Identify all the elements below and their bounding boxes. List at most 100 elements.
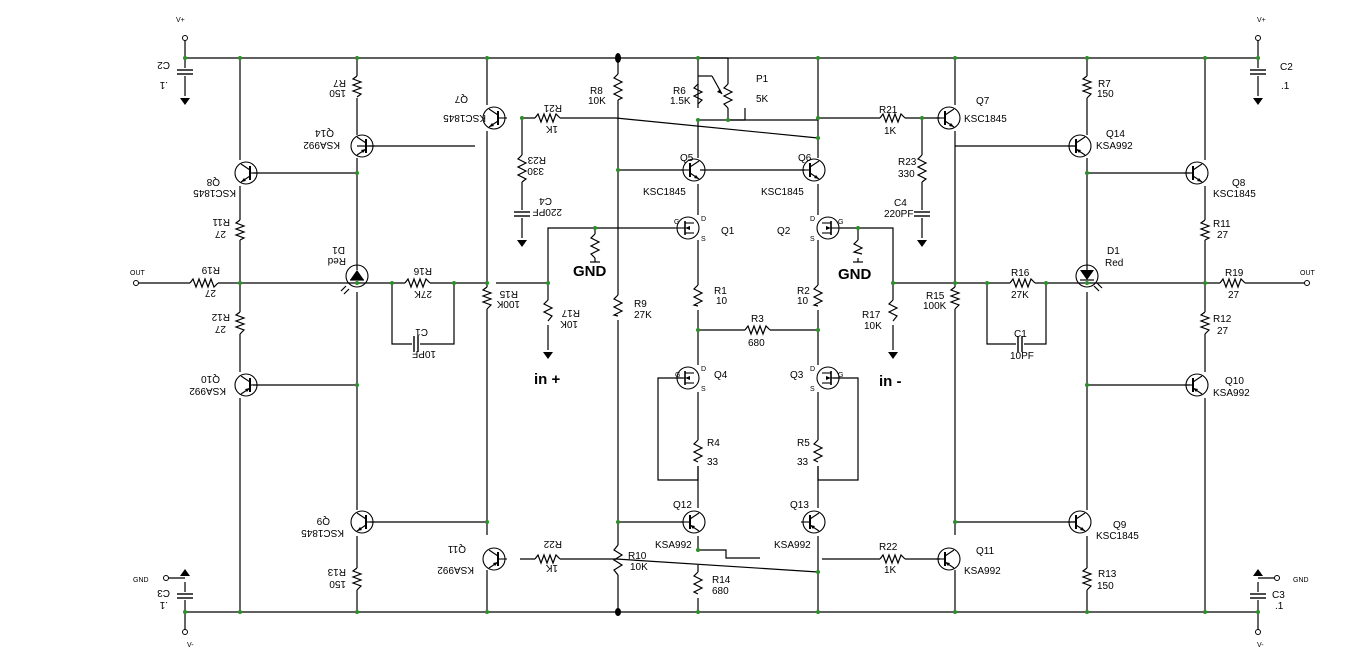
transistor-q12 <box>680 510 706 534</box>
label-q6: Q6 <box>798 153 812 164</box>
label-gnd-input-left: GND <box>573 263 607 280</box>
label-right-q14: Q14 <box>1106 129 1125 140</box>
label-left-q7v: KSC1845 <box>443 112 486 123</box>
label-q12v: KSA992 <box>655 540 692 551</box>
label-right-r15: R15 <box>926 291 945 302</box>
label-out-left: OUT <box>130 270 146 277</box>
label-r3: R3 <box>751 314 764 325</box>
label-left-c1v: 10PF <box>412 348 436 359</box>
label-right-q9v: KSC1845 <box>1096 531 1139 542</box>
label-left-r22v: 1K <box>545 562 558 573</box>
diode-right-d1 <box>1075 264 1103 292</box>
label-r14v: 680 <box>712 586 729 597</box>
label-right-c2v: .1 <box>1281 81 1290 92</box>
label-q4-s: S <box>701 386 706 393</box>
transistors <box>234 106 1209 571</box>
label-gnd-left: GND <box>133 577 149 584</box>
label-gnd-right: GND <box>1293 577 1309 584</box>
label-right-r12: R12 <box>1213 314 1232 325</box>
label-right-r23: R23 <box>898 157 917 168</box>
label-r1v: 10 <box>716 296 728 307</box>
label-left-r11: R11 <box>212 216 230 227</box>
right-labels: C2 .1 C3 .1 R7 150 Q7 KSC1845 R21 1K Q14… <box>862 62 1293 612</box>
label-right-r16: R16 <box>1011 268 1030 279</box>
ground-symbols <box>180 98 1263 576</box>
label-r14: R14 <box>712 575 731 586</box>
label-left-q11: Q11 <box>447 543 466 554</box>
label-right-r17v: 10K <box>864 321 882 332</box>
label-r6v: 1.5K <box>670 96 691 107</box>
label-left-d1v: Red <box>328 255 346 266</box>
resistor-right-r17 <box>887 299 899 322</box>
transistor-right-q8 <box>1183 161 1209 185</box>
label-left-r16v: 27K <box>414 288 432 299</box>
label-right-q11: Q11 <box>976 546 995 557</box>
label-right-r22v: 1K <box>884 565 897 576</box>
label-r2: R2 <box>797 286 810 297</box>
resistor-left-r22 <box>534 553 561 565</box>
wires <box>138 40 1305 630</box>
label-left-c2v: .1 <box>159 79 168 90</box>
resistor-right-r15 <box>949 286 961 310</box>
label-q13v: KSA992 <box>774 540 811 551</box>
resistor-left-r21 <box>534 112 561 124</box>
label-in-plus: in + <box>534 371 560 388</box>
label-left-q10v: KSA992 <box>189 385 226 396</box>
resistor-left-r16 <box>404 277 431 289</box>
label-q2-s: S <box>810 236 815 243</box>
terminals <box>133 35 1310 635</box>
label-right-r12v: 27 <box>1217 326 1229 337</box>
label-left-c2: C2 <box>157 59 170 70</box>
transistor-left-q10 <box>234 373 260 397</box>
label-q3: Q3 <box>790 370 804 381</box>
label-right-r7v: 150 <box>1097 89 1114 100</box>
resistor-right-r16 <box>1009 277 1036 289</box>
net-labels: GND GND in + in - <box>534 263 902 390</box>
label-left-q9v: KSC1845 <box>301 527 344 538</box>
label-left-r13: R13 <box>327 566 346 577</box>
resistor-right-r12 <box>1199 311 1211 335</box>
label-q1-g: G <box>674 219 679 226</box>
transistor-left-q11 <box>482 547 508 571</box>
label-left-r19: R19 <box>201 264 220 275</box>
label-left-r23: R23 <box>527 154 546 165</box>
label-left-r15: R15 <box>499 288 518 299</box>
label-q3-d: D <box>810 366 815 373</box>
resistor-right-r19 <box>1219 277 1246 289</box>
label-left-c3: C3 <box>157 587 170 598</box>
center-labels: R8 10K R6 1.5K P1 5K Q5 KSC1845 Q6 KSC18… <box>588 74 843 597</box>
label-q5: Q5 <box>680 153 694 164</box>
resistor-r5 <box>812 439 824 463</box>
label-r4v: 33 <box>707 457 719 468</box>
label-left-r21v: 1K <box>545 123 558 134</box>
label-left-q9: Q9 <box>316 515 330 526</box>
transistor-right-q9 <box>1066 510 1092 534</box>
transistor-right-q10 <box>1183 373 1209 397</box>
label-left-q14v: KSA992 <box>303 139 340 150</box>
label-right-r7: R7 <box>1098 79 1111 90</box>
label-p1v: 5K <box>756 94 769 105</box>
label-r8v: 10K <box>588 96 606 107</box>
label-q4-g: G <box>675 372 680 379</box>
label-left-q11v: KSA992 <box>437 564 474 575</box>
label-r9: R9 <box>634 299 647 310</box>
transistor-left-q9 <box>350 510 376 534</box>
label-q6v: KSC1845 <box>761 187 804 198</box>
label-q2: Q2 <box>777 226 791 237</box>
label-q1: Q1 <box>721 226 735 237</box>
label-left-q8: Q8 <box>206 176 220 187</box>
resistor-left-r23 <box>516 154 528 183</box>
transistor-q13 <box>800 510 826 534</box>
label-right-q7: Q7 <box>976 96 990 107</box>
label-left-r16: R16 <box>413 265 432 276</box>
label-r4: R4 <box>707 438 720 449</box>
resistor-left-r11 <box>234 219 246 241</box>
resistor-r14 <box>692 571 704 595</box>
label-right-c1: C1 <box>1014 329 1027 340</box>
resistor-right-r7 <box>1081 75 1093 99</box>
label-left-q7: Q7 <box>454 93 468 104</box>
label-right-r17: R17 <box>862 310 881 321</box>
label-right-r22: R22 <box>879 542 898 553</box>
label-right-r19: R19 <box>1225 268 1244 279</box>
label-right-c3: C3 <box>1272 590 1285 601</box>
